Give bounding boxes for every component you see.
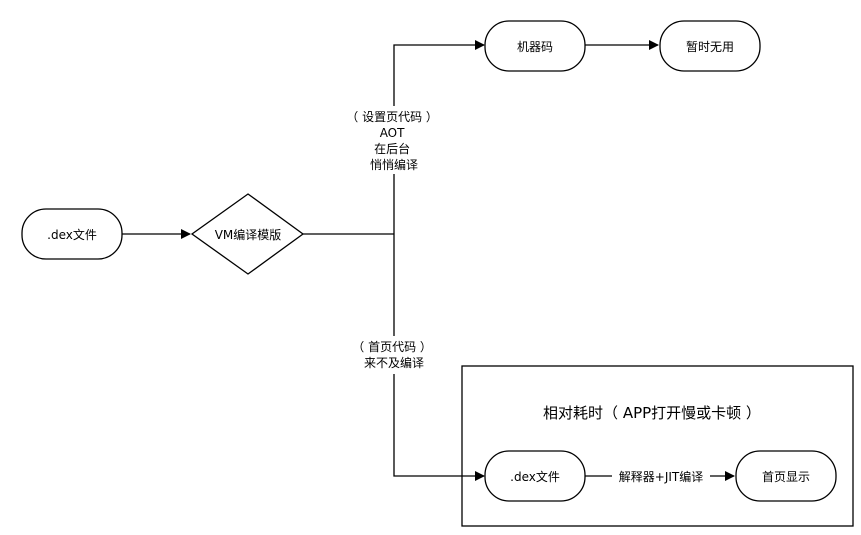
node-vm-decision-label: VM编译模版	[215, 227, 282, 242]
jit-branch-line-2: 来不及编译	[364, 355, 424, 370]
aot-branch-line-1: （ 设置页代码 ）	[346, 110, 438, 124]
aot-branch-line-2: AOT	[380, 126, 405, 140]
svg-text:（ 首页代码 ） 来不及编译: （ 首页代码 ） 来不及编译	[352, 340, 435, 370]
interpreter-jit-label: 解释器+JIT编译	[612, 468, 710, 484]
aot-branch-label: （ 设置页代码 ） AOT 在后台 悄悄编译	[344, 106, 444, 174]
jit-branch-label: （ 首页代码 ） 来不及编译	[352, 336, 436, 374]
node-home-display-label: 首页显示	[762, 470, 810, 484]
node-machine-code-label: 机器码	[517, 40, 553, 54]
node-dex-source: .dex文件	[21, 208, 123, 260]
node-vm-decision: VM编译模版	[190, 193, 305, 275]
node-dex-home-label: .dex文件	[510, 469, 560, 484]
slow-startup-container	[461, 365, 854, 527]
node-dex-home: .dex文件	[484, 450, 586, 502]
node-unused: 暂时无用	[659, 20, 761, 72]
aot-branch-line-3: 在后台	[374, 141, 410, 156]
interpreter-jit-text: 解释器+JIT编译	[619, 469, 703, 484]
node-dex-source-label: .dex文件	[47, 227, 97, 242]
container-title: 相对耗时（ APP打开慢或卡顿 ）	[543, 404, 761, 422]
aot-branch-line-4: 悄悄编译	[370, 157, 418, 172]
jit-branch-line-1: （ 首页代码 ）	[352, 340, 432, 354]
svg-text:（ 设置页代码 ） AOT 在后台: （ 设置页代码 ） AOT 在后台 悄悄编译	[346, 110, 441, 172]
node-home-display: 首页显示	[735, 450, 837, 502]
edge-junction-to-home-dex	[393, 234, 485, 481]
node-machine-code: 机器码	[484, 20, 586, 72]
node-unused-label: 暂时无用	[686, 40, 734, 54]
